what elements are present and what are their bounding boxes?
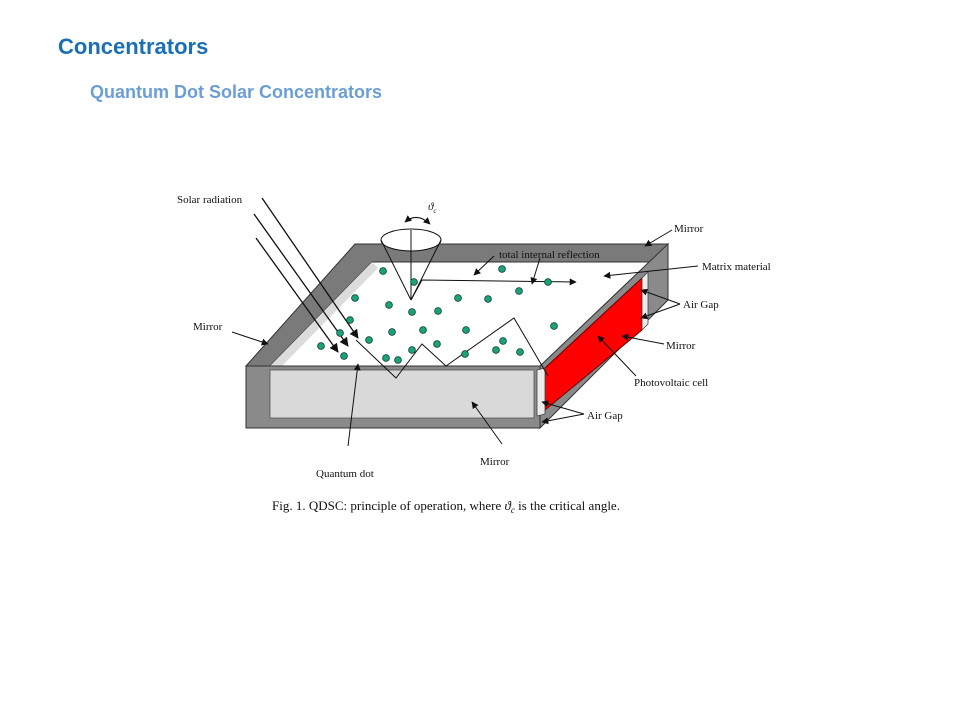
- quantum-dot: [515, 287, 523, 295]
- solar-ray: [261, 197, 359, 339]
- arrow-pv: [597, 335, 637, 377]
- quantum-dot: [461, 350, 469, 358]
- arrow-airgap-b1: [541, 400, 585, 415]
- concentrator-box: [244, 242, 670, 430]
- label-total-internal-reflection: total internal reflection: [499, 249, 600, 261]
- label-theta-c: ϑc: [428, 201, 437, 215]
- label-solar-radiation: Solar radiation: [177, 194, 243, 206]
- arrow-airgap-b2: [541, 413, 585, 425]
- quantum-dots: [317, 265, 558, 364]
- solar-rays: [253, 197, 359, 353]
- quantum-dot: [379, 267, 387, 275]
- arrow-matrix: [603, 265, 699, 279]
- air-gap-strip-right: [641, 271, 649, 331]
- quantum-dot: [454, 294, 462, 302]
- quantum-dot: [382, 354, 390, 362]
- arrow-mirror-left: [231, 331, 269, 346]
- arrow-mirror-right: [621, 333, 665, 345]
- label-photovoltaic-cell: Photovoltaic cell: [634, 377, 708, 389]
- quantum-dot: [419, 326, 427, 334]
- quantum-dot: [410, 278, 418, 286]
- label-mirror-bottom: Mirror: [480, 456, 510, 468]
- label-mirror-left: Mirror: [193, 321, 223, 333]
- solar-ray: [255, 237, 339, 353]
- quantum-dot: [434, 307, 442, 315]
- quantum-dot: [498, 265, 506, 273]
- quantum-dot: [336, 329, 344, 337]
- label-quantum-dot: Quantum dot: [316, 468, 374, 480]
- inner-left-wall: [270, 262, 378, 366]
- quantum-dot: [346, 316, 354, 324]
- quantum-dot: [516, 348, 524, 356]
- slide-title: Concentrators: [58, 34, 209, 59]
- label-air-gap-right: Air Gap: [683, 299, 719, 311]
- quantum-dot: [351, 294, 359, 302]
- acceptance-cone: [380, 215, 442, 301]
- quantum-dot: [385, 301, 393, 309]
- quantum-dot: [340, 352, 348, 360]
- quantum-dot: [433, 340, 441, 348]
- label-matrix-material: Matrix material: [702, 261, 771, 273]
- quantum-dot: [462, 326, 470, 334]
- arrow-quantum-dot: [347, 363, 361, 447]
- slide-subtitle: Quantum Dot Solar Concentrators: [90, 82, 383, 102]
- emission-path: [410, 278, 577, 301]
- figure-caption: Fig. 1. QDSC: principle of operation, wh…: [272, 498, 620, 515]
- quantum-dot: [388, 328, 396, 336]
- front-face: [269, 369, 535, 419]
- label-mirror-right: Mirror: [666, 340, 696, 352]
- theta-arc: [404, 215, 431, 225]
- quantum-dot: [394, 356, 402, 364]
- quantum-dot: [550, 322, 558, 330]
- quantum-dot: [365, 336, 373, 344]
- arrow-tir: [473, 255, 495, 276]
- arrow-airgap-2: [640, 303, 681, 320]
- air-gap-strip: [536, 367, 546, 417]
- quantum-dot: [408, 308, 416, 316]
- quantum-dot: [317, 342, 325, 350]
- cone-side-left: [380, 239, 412, 301]
- arrow-mirror-top: [644, 229, 673, 247]
- quantum-dot: [408, 346, 416, 354]
- reflection-path: [355, 317, 549, 379]
- callout-arrows: [231, 229, 699, 447]
- arrow-airgap-1: [640, 288, 681, 305]
- quantum-dot: [544, 278, 552, 286]
- arrow-tir-2: [530, 257, 541, 285]
- label-air-gap-bottom: Air Gap: [587, 410, 623, 422]
- solar-ray: [253, 213, 349, 347]
- arrow-mirror-bottom: [471, 401, 503, 445]
- label-mirror-top: Mirror: [674, 223, 704, 235]
- quantum-dot: [484, 295, 492, 303]
- quantum-dot: [499, 337, 507, 345]
- quantum-dot: [492, 346, 500, 354]
